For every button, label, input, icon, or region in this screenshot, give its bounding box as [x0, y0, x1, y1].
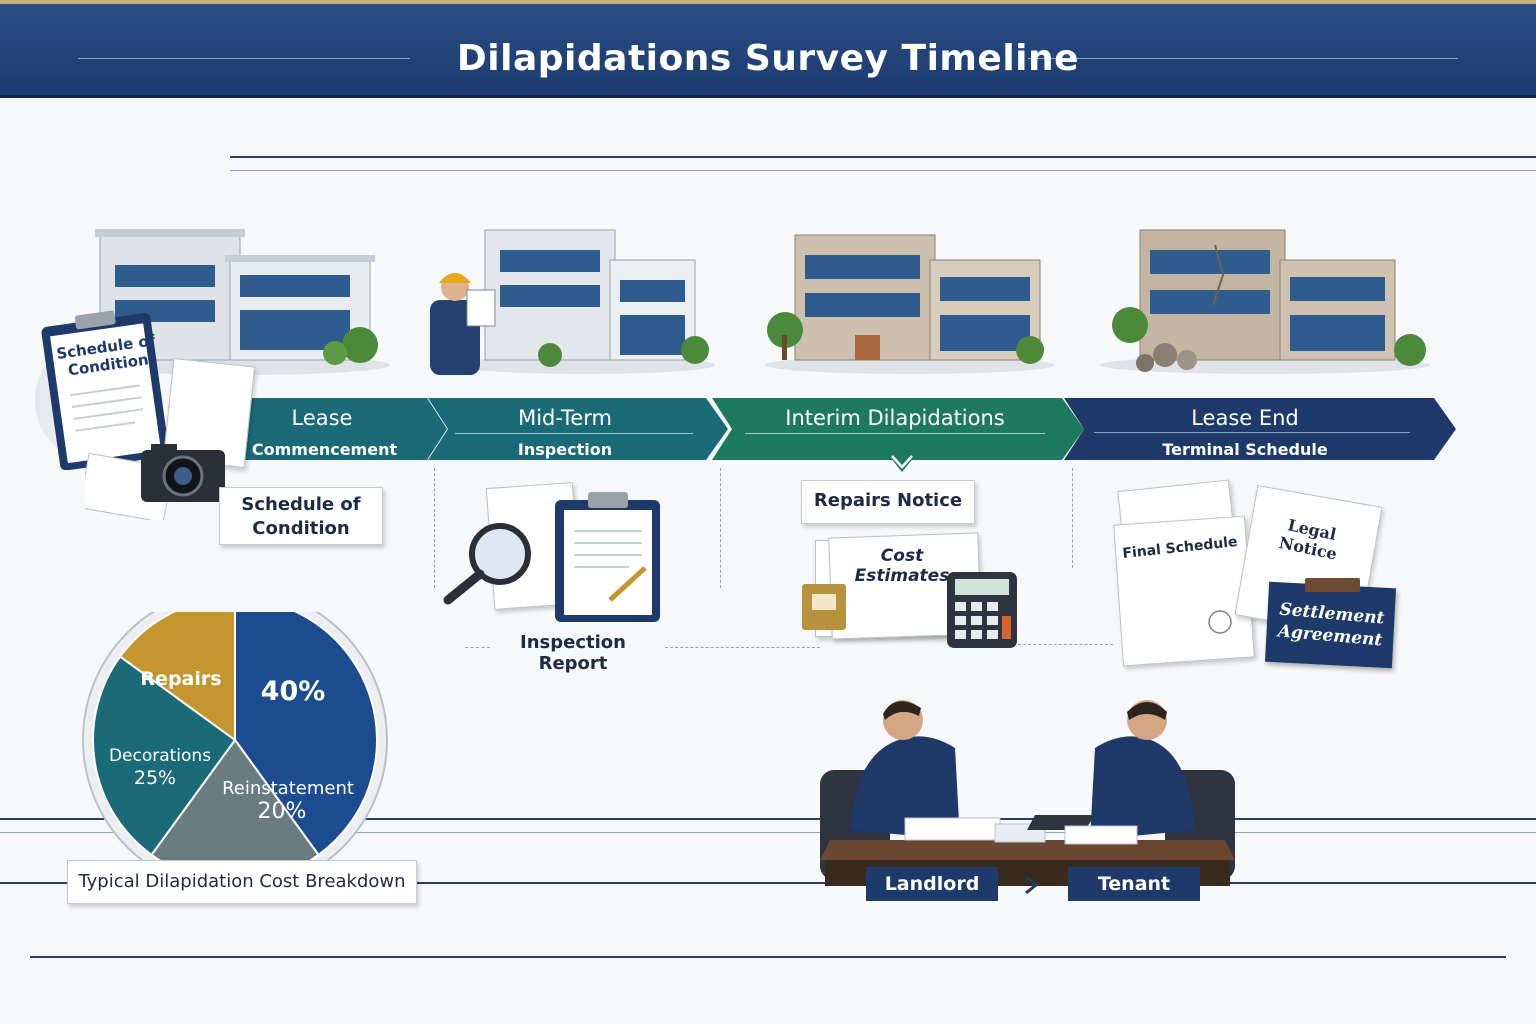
meeting-icon: [820, 700, 1235, 886]
header-banner: [0, 0, 1536, 98]
stage-rule: [455, 433, 693, 434]
seal-icon: [1208, 610, 1232, 634]
stage-title: Interim Dilapidations: [785, 406, 1005, 430]
divider-line: [0, 818, 1536, 820]
stage-chevron-lease-end: [1064, 398, 1456, 460]
magnifier-icon: [443, 523, 531, 605]
stage-rule: [1094, 432, 1410, 433]
pie-label-repairs: Repairs: [140, 668, 222, 690]
stage-title: Mid-Term: [518, 406, 612, 430]
building-icon: [1100, 229, 1430, 374]
stage-title: Lease End: [1191, 406, 1299, 430]
dashed-connector: [720, 468, 721, 588]
landlord-label: Landlord: [866, 867, 998, 901]
stage-chevron-mid-term: [428, 398, 728, 460]
title-rule-left: [78, 58, 410, 59]
divider-line: [230, 156, 1536, 158]
dashed-connector: [665, 647, 820, 648]
stage-subtitle: Terminal Schedule: [1162, 440, 1328, 459]
pie-value-decorations: 25%: [133, 767, 177, 789]
pie-chart-title: Typical Dilapidation Cost Breakdown: [67, 860, 417, 904]
page-title: Dilapidations Survey Timeline: [456, 38, 1080, 79]
inspection-report-label: Inspection Report: [520, 632, 626, 674]
camera-icon: [85, 444, 225, 520]
pie-label-reinstatement: Reinstatement: [222, 778, 354, 799]
clipboard-icon: [555, 492, 660, 622]
divider-line: [0, 832, 1536, 833]
building-icon: [430, 229, 715, 375]
pie-value-reinstatement: 20%: [257, 799, 307, 824]
divider-line: [230, 170, 1536, 171]
stage-subtitle: Inspection: [517, 440, 613, 459]
clipboard-icon: [35, 310, 170, 470]
stage-chevron-lease-commencement: [232, 398, 447, 460]
dashed-connector: [1018, 644, 1113, 645]
calculator-icon: [947, 572, 1017, 648]
pie-value-navy: 40%: [260, 676, 326, 707]
title-rule-right: [1028, 58, 1458, 59]
folder-icon: [802, 584, 846, 630]
gavel-icon: [1305, 578, 1360, 592]
pie-slice-2: [92, 655, 237, 857]
stage-rule: [745, 433, 1045, 434]
stage-subtitle: Commencement: [251, 440, 398, 459]
cost-pie-chart: [82, 612, 388, 872]
stage-chevron-interim: [712, 398, 1084, 460]
tenant-label: Tenant: [1068, 867, 1200, 901]
chevron-down-icon: [886, 452, 918, 472]
schedule-of-condition-label: Schedule of Condition: [219, 487, 383, 545]
dashed-connector: [1072, 468, 1073, 568]
building-icon: [765, 234, 1055, 374]
repairs-notice-label: Repairs Notice: [801, 480, 975, 524]
pie-slice-0: [234, 612, 378, 857]
pie-slice-3: [118, 612, 236, 742]
divider-line: [0, 882, 1536, 884]
divider-line: [30, 956, 1506, 958]
cost-estimates-label: Cost Estimates: [854, 546, 950, 586]
exchange-arrow-icon: [1025, 875, 1039, 895]
dashed-connector: [434, 468, 435, 588]
dashed-connector: [465, 647, 490, 648]
stage-title: Lease: [291, 406, 353, 430]
pie-label-decorations: Decorations: [108, 746, 212, 766]
